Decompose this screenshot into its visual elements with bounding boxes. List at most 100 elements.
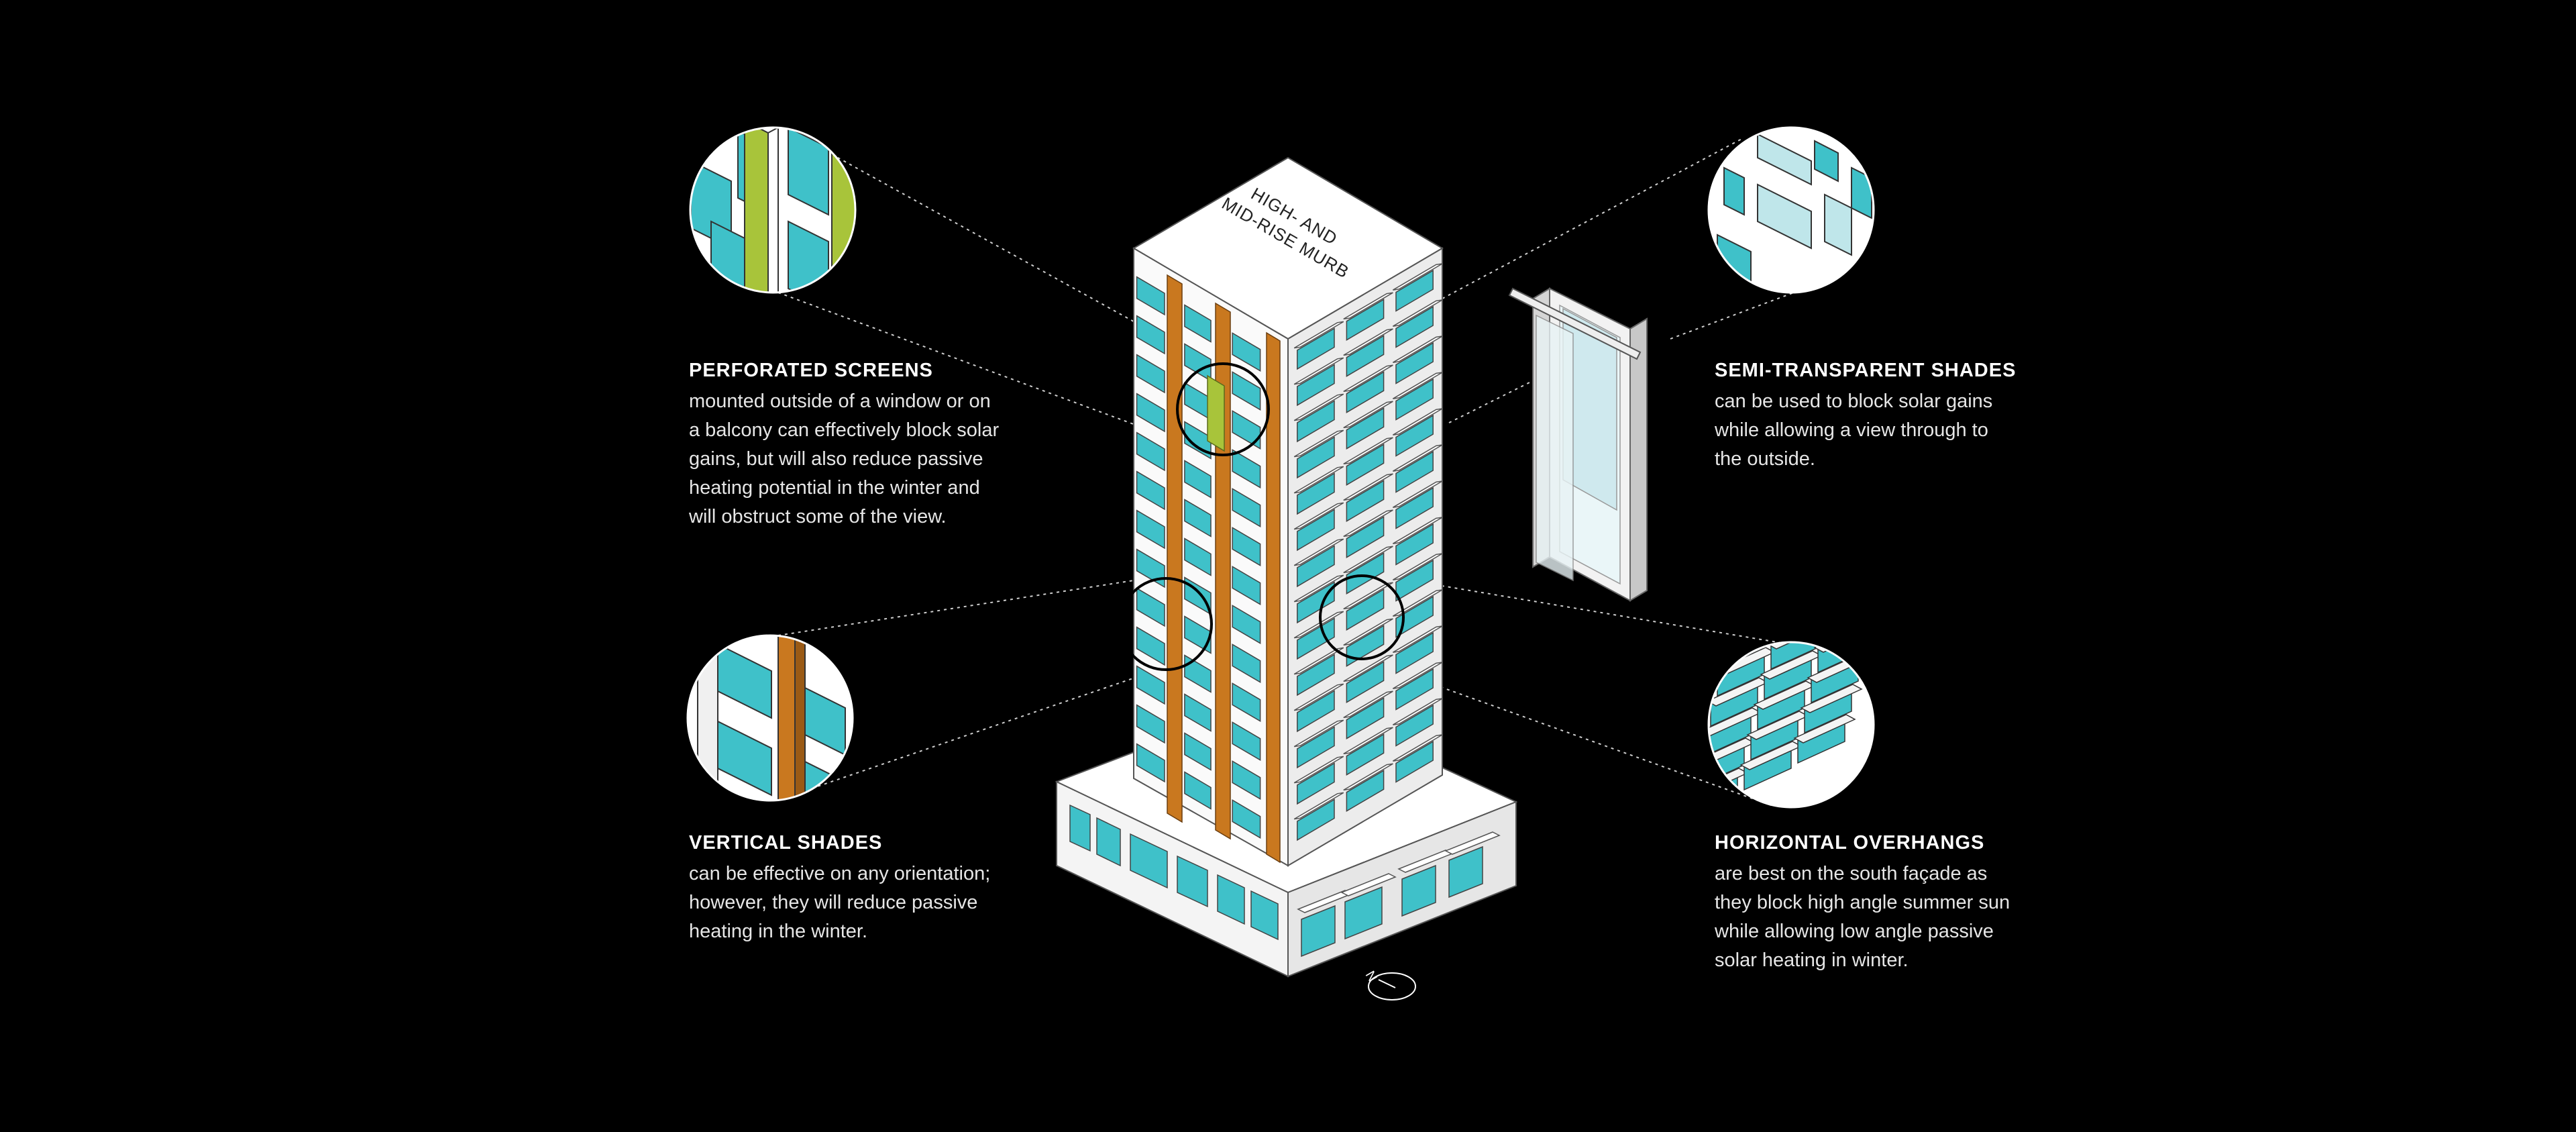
window-pane: [1393, 444, 1443, 472]
window-pane: [1343, 401, 1393, 429]
window-pane: [1346, 479, 1385, 523]
callout-semi-transparent-shades: SEMI-TRANSPARENT SHADES can be used to b…: [1715, 360, 2043, 474]
window-pane: [1184, 537, 1212, 576]
window-pane: [1343, 437, 1393, 465]
window-pane: [1395, 305, 1434, 348]
window-pane: [1136, 470, 1165, 511]
perforated-screen-panel: [1207, 374, 1225, 452]
window-pane: [1232, 371, 1261, 411]
callout-body-horizontal: are best on the south façade as they blo…: [1715, 860, 2057, 975]
window-pane: [1393, 698, 1443, 725]
callout-line: while allowing a view through to: [1715, 419, 1988, 441]
window-pane: [1136, 665, 1165, 705]
callout-line: solar heating in winter.: [1715, 949, 1909, 971]
leader-perf-bottom: [777, 292, 1185, 444]
window-pane: [1343, 364, 1393, 393]
window-pane: [1395, 450, 1434, 493]
window-pane: [1395, 704, 1434, 747]
window-pane: [1136, 548, 1165, 588]
window-pane: [1346, 733, 1385, 776]
window-pane: [1232, 449, 1261, 489]
window-pane: [1343, 618, 1393, 646]
window-pane: [1136, 743, 1165, 783]
callout-line: a balcony can effectively block solar: [689, 419, 1000, 441]
callout-line: gains, but will also reduce passive: [689, 448, 983, 470]
window-pane: [1136, 704, 1165, 744]
window-pane: [1136, 431, 1165, 472]
window-pane: [1793, 714, 1856, 743]
callout-line: heating potential in the winter and: [689, 477, 980, 499]
window-pane: [1343, 727, 1393, 755]
window-pane: [1393, 625, 1443, 653]
callout-horizontal-overhangs: HORIZONTAL OVERHANGS are best on the sou…: [1715, 832, 2057, 975]
callout-line: however, they will reduce passive: [689, 892, 978, 913]
highlight-circles: [1119, 362, 1405, 671]
window-pane: [1136, 626, 1165, 666]
window-pane: [1297, 690, 1335, 733]
callout-line: the outside.: [1715, 448, 1815, 470]
highlight-horizontal: [1319, 574, 1405, 660]
window-pane: [1293, 611, 1344, 639]
callout-line: are best on the south façade as: [1715, 863, 1988, 884]
window-pane: [1343, 509, 1393, 537]
callout-line: can be used to block solar gains: [1715, 391, 1993, 412]
vertical-fin-1: [1167, 274, 1183, 823]
detail-circle-horizontal: [1707, 594, 1882, 809]
window-pane: [1393, 662, 1443, 689]
window-pane: [1346, 769, 1385, 813]
window-pane: [1346, 515, 1385, 559]
window-pane: [1297, 726, 1335, 769]
south-windows: [1293, 263, 1443, 841]
window-pane: [1346, 624, 1385, 668]
window-pane: [1297, 545, 1335, 588]
window-pane: [1293, 429, 1344, 458]
window-pane: [1232, 410, 1261, 450]
window-pane: [1293, 538, 1344, 566]
leader-semi-bottom: [1670, 288, 1805, 340]
callout-line: while allowing low angle passive: [1715, 921, 1994, 942]
window-pane: [1293, 647, 1344, 675]
window-pane: [1343, 763, 1393, 791]
window-pane: [1297, 400, 1335, 443]
window-pane: [1343, 292, 1393, 320]
window-pane: [1293, 502, 1344, 530]
highlight-perforated: [1176, 362, 1270, 456]
window-pane: [1393, 263, 1443, 291]
window-pane: [1346, 334, 1385, 378]
window-pane: [1297, 364, 1335, 407]
window-pane: [1293, 321, 1344, 349]
window-pane: [1821, 594, 1882, 622]
callout-line: they block high angle summer sun: [1715, 892, 2010, 913]
window-pane: [1393, 299, 1443, 327]
window-pane: [1136, 354, 1165, 394]
window-pane: [1395, 523, 1434, 566]
window-pane: [1136, 587, 1165, 627]
window-pane: [1395, 740, 1434, 783]
window-pane: [1395, 595, 1434, 638]
callout-title-perforated: PERFORATED SCREENS: [689, 360, 933, 381]
window-pane: [1346, 588, 1385, 631]
highlight-vertical: [1119, 577, 1213, 671]
podium-overhangs: [1297, 831, 1501, 913]
callout-body-perforated: mounted outside of a window or on a balc…: [689, 387, 1024, 531]
window-pane: [1184, 693, 1212, 732]
north-label: N: [1362, 969, 1380, 985]
callout-title-vertical: VERTICAL SHADES: [689, 832, 883, 854]
window-pane: [1297, 327, 1335, 370]
window-pane: [1232, 488, 1261, 528]
window-pane: [1184, 615, 1212, 654]
window-pane: [1395, 269, 1434, 312]
window-pane: [1184, 654, 1212, 693]
window-pane: [1346, 370, 1385, 414]
leader-vert-top: [777, 580, 1134, 636]
leader-semi-mid: [1448, 378, 1537, 423]
podium-windows-right: [1301, 845, 1483, 958]
window-pane: [1346, 443, 1385, 486]
window-pane: [1136, 393, 1165, 433]
window-pane: [1393, 734, 1443, 762]
window-pane: [1343, 582, 1393, 610]
detail-circle-vertical: [686, 634, 854, 802]
callout-line: will obstruct some of the view.: [689, 506, 947, 527]
leader-semi-top: [1442, 137, 1745, 299]
window-pane: [1393, 336, 1443, 363]
